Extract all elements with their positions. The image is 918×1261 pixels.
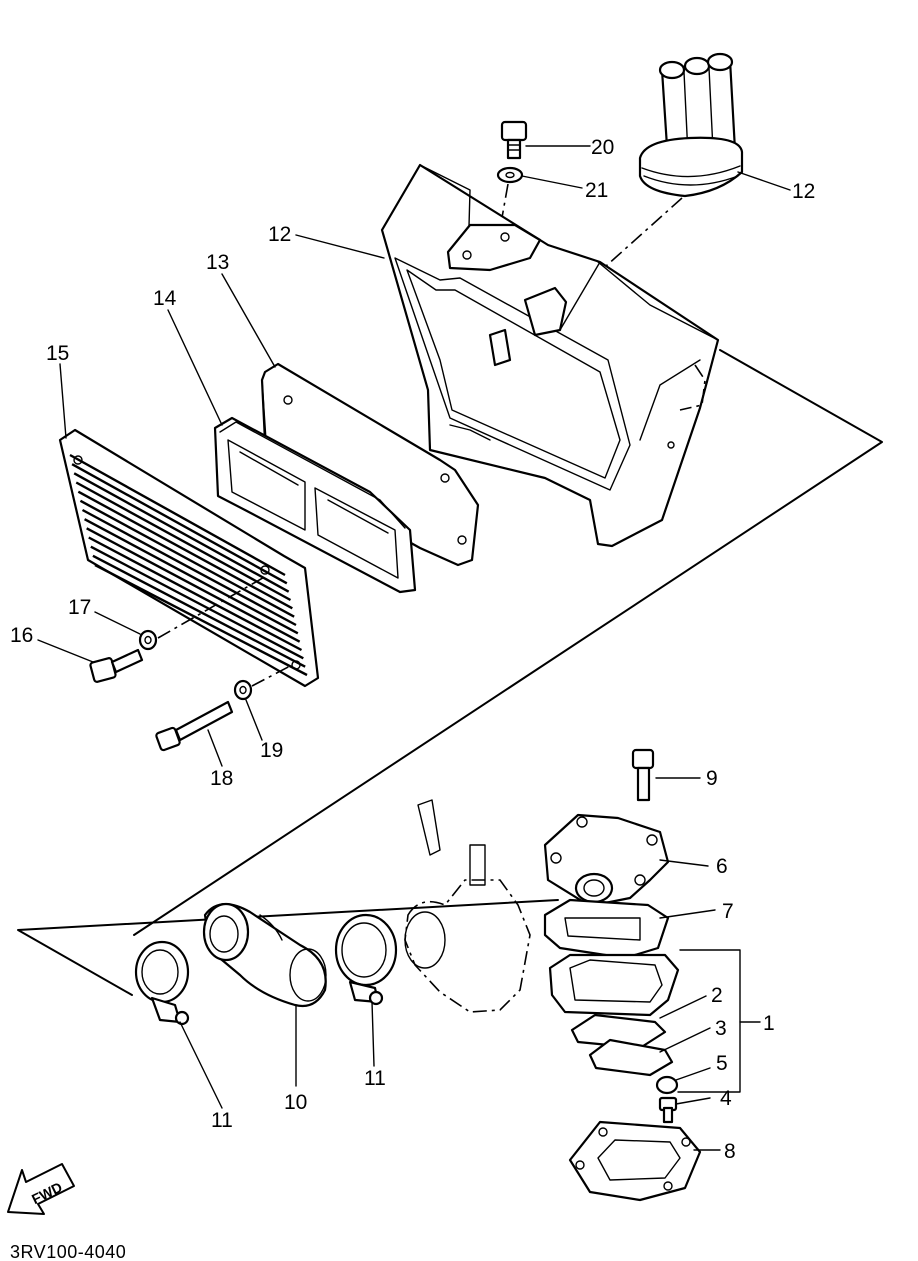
duct-to-box-centerline (547, 197, 683, 319)
grille-fin (94, 563, 308, 677)
callout-15: 14 (153, 287, 177, 310)
callout-17: 16 (10, 624, 34, 647)
grille-fin (90, 545, 304, 660)
grille-fin (92, 554, 306, 668)
reed-valve-body-part (548, 953, 680, 1017)
grille-fin (69, 453, 286, 577)
callout-6: 6 (716, 855, 728, 878)
grille-fin (75, 481, 292, 602)
lower-assembly-boundary (17, 899, 559, 996)
intake-duct-part (638, 52, 744, 198)
washer-22-part (496, 166, 524, 184)
leader-lines (37, 145, 791, 1151)
air-filter-case-part (380, 163, 720, 548)
bolt-19-part (155, 700, 234, 752)
callout-19: 18 (210, 767, 234, 790)
callout-16: 15 (46, 342, 70, 365)
filter-frame-15-part (213, 416, 417, 594)
fwd-direction-arrow: FWD (7, 1163, 75, 1215)
grille-fin (86, 527, 301, 643)
callout-9: 9 (706, 767, 718, 790)
grille-fin (84, 518, 299, 635)
washer-20-part (233, 679, 253, 701)
screw-4-part (658, 1096, 678, 1124)
callout-5: 5 (716, 1052, 728, 1075)
callout-10: 10 (284, 1091, 308, 1114)
callout-13: 12 (268, 223, 292, 246)
reed-stopper-3-part (588, 1038, 674, 1077)
callout-11-left: 11 (211, 1109, 233, 1132)
grille-fin (88, 536, 303, 652)
hose-clamp-11-right-part (334, 913, 398, 1006)
callout-7: 7 (722, 900, 734, 923)
callout-4: 4 (720, 1087, 732, 1110)
bolt-20-centerline (251, 664, 293, 687)
callout-8: 8 (724, 1140, 736, 1163)
grille-fin (77, 490, 293, 610)
gasket-7-part (543, 898, 670, 960)
callout-2: 2 (711, 984, 723, 1007)
grille-fin (73, 472, 290, 593)
grille-fin (79, 499, 295, 618)
gasket-8-part (568, 1120, 702, 1202)
callout-22: 21 (585, 179, 609, 202)
callout-20: 19 (260, 739, 284, 762)
drawing-code: 3RV100-4040 (10, 1242, 127, 1261)
grille-fin (71, 463, 288, 585)
nut-5-part (655, 1075, 679, 1095)
callout-1: 1 (763, 1012, 775, 1035)
upper-assembly-boundary (133, 349, 883, 936)
grille-16-part (58, 428, 320, 688)
bolt-21-part (500, 120, 528, 160)
grille-fins (69, 453, 308, 677)
callout-21: 20 (591, 136, 615, 159)
callout-11-right: 11 (364, 1067, 386, 1090)
washer-18-part (138, 629, 158, 651)
callout-18: 17 (68, 596, 92, 619)
bolt-18-centerline (157, 574, 269, 639)
hose-clamp-11-left-part (134, 940, 190, 1026)
reed-cover-6-part (543, 813, 670, 908)
callout-3: 3 (715, 1017, 727, 1040)
bolt-9-part (631, 748, 655, 802)
bolt-17-part (89, 648, 144, 683)
fwd-label: FWD (29, 1179, 65, 1207)
grille-fin (81, 508, 297, 627)
intake-joint-10-part (202, 902, 327, 1008)
callout-14: 13 (206, 251, 230, 274)
reed-petal-2-part (570, 1013, 667, 1050)
callout-12: 12 (792, 180, 816, 203)
carburetor-outline (404, 799, 531, 1013)
